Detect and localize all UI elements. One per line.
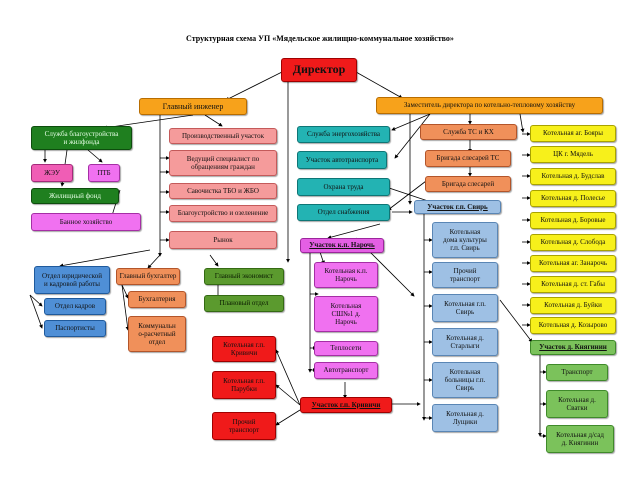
boiler-krivichi-box: Котельная г.п. Кривичи — [212, 336, 276, 362]
production-site-box: Производственный участок — [169, 128, 277, 144]
boiler-budslav-box: Котельная д. Будслав — [530, 168, 616, 185]
boiler-gaby-box: Котельная д. ст. Габы — [530, 276, 616, 293]
planning-box: Плановый отдел — [204, 295, 284, 312]
ck-myadel-box: ЦК г. Мядель — [530, 146, 616, 163]
landscaping-box: Благоустройство и озеленение — [169, 205, 277, 222]
other-krivichi-box: Прочий транспорт — [212, 412, 276, 440]
transport-kniginin-box: Транспорт — [546, 364, 608, 381]
boiler-borovye-box: Котельная д. Боровые — [530, 212, 616, 229]
site-krivichi-box: Участок г.п. Кривичи — [300, 397, 392, 413]
boiler-kozyrovo-box: Котельная д. Козырово — [530, 317, 616, 334]
boiler-svir-box: Котельная г.п. Свирь — [432, 294, 498, 322]
site-svir-box: Участок г.п. Свирь — [414, 200, 501, 214]
auto-site-box: Участок автотранспорта — [297, 151, 387, 169]
director-box: Директор — [281, 58, 357, 82]
boiler-polesye-box: Котельная д. Полесье — [530, 190, 616, 207]
boiler-staryshi-box: Котельная д. Старлыги — [432, 328, 498, 356]
fitters-box: Бригада слесарей — [425, 176, 511, 192]
market-box: Рынок — [169, 231, 277, 249]
housing-service-box: Служба благоустройства и жилфонда — [31, 126, 132, 150]
supply-dept-box: Отдел снабжения — [297, 204, 390, 221]
chief-engineer-box: Главный инженер — [139, 98, 247, 115]
heat-networks-box: Теплосети — [314, 341, 378, 356]
other-svir-box: Прочий транспорт — [432, 262, 498, 288]
ts-kh-service-box: Служба ТС и КХ — [420, 124, 517, 140]
accounting-box: Бухгалтерия — [128, 291, 186, 308]
boiler-paruki-box: Котельная г.п. Парубки — [212, 371, 276, 399]
boiler-svir-house-box: Котельная дома культуры г.п. Свирь — [432, 222, 498, 258]
legal-dept-box: Отдел юридической и кадровой работы — [34, 266, 110, 294]
boiler-school-naroch-box: Котельная СШ№1 д. Нарочь — [314, 296, 378, 332]
ts-fitters-box: Бригада слесарей ТС — [425, 150, 511, 167]
autotransport-box: Автотранспорт — [314, 362, 378, 379]
boiler-sloboda-box: Котельная д. Слобода — [530, 234, 616, 251]
boiler-kindergarten-box: Котельная д/сад д. Княгинин — [546, 425, 614, 453]
tbo-box: Савочистка ТБО и ЖБО — [169, 183, 277, 199]
hr-dept-box: Отдел кадров — [44, 298, 106, 315]
energy-service-box: Служба энергохозяйства — [297, 126, 390, 143]
chief-economist-box: Главный экономист — [204, 268, 284, 285]
ptb-box: ПТБ — [88, 164, 120, 182]
site-kniginin-box: Участок д. Княгинин — [530, 340, 616, 355]
boiler-boyary-box: Котельная аг. Бояры — [530, 125, 616, 142]
boiler-lushchiki-box: Котельная д. Лущики — [432, 404, 498, 432]
billing-box: Коммунальн о-расчетный отдел — [128, 316, 186, 352]
deputy-director-box: Заместитель директора по котельно-теплов… — [376, 97, 603, 114]
boiler-hospital-svir-box: Котельная больницы г.п. Свирь — [432, 362, 498, 398]
chief-accountant-box: Главный бухгалтер — [116, 268, 180, 285]
site-naroch-box: Участок к.п. Нарочь — [300, 238, 384, 253]
boiler-zanaroch-box: Котельная аг. Занарочь — [530, 255, 616, 272]
passport-box: Паспортисты — [44, 320, 106, 337]
zheu-box: ЖЭУ — [31, 164, 73, 182]
boiler-naroch-box: Котельная к.п. Нарочь — [314, 262, 378, 288]
boiler-buyki-box: Котельная д. Буйки — [530, 297, 616, 314]
lead-specialist-box: Ведущий специалист по обращениям граждан — [169, 150, 277, 176]
diagram-title: Структурная схема УП «Мядельское жилищно… — [186, 34, 454, 43]
housing-fund-box: Жилищный фонд — [31, 188, 119, 204]
boiler-svatki-box: Котельная д. Сватки — [546, 390, 608, 418]
bath-box: Банное хозяйство — [31, 213, 141, 231]
labor-protection-box: Охрана труда — [297, 178, 390, 196]
